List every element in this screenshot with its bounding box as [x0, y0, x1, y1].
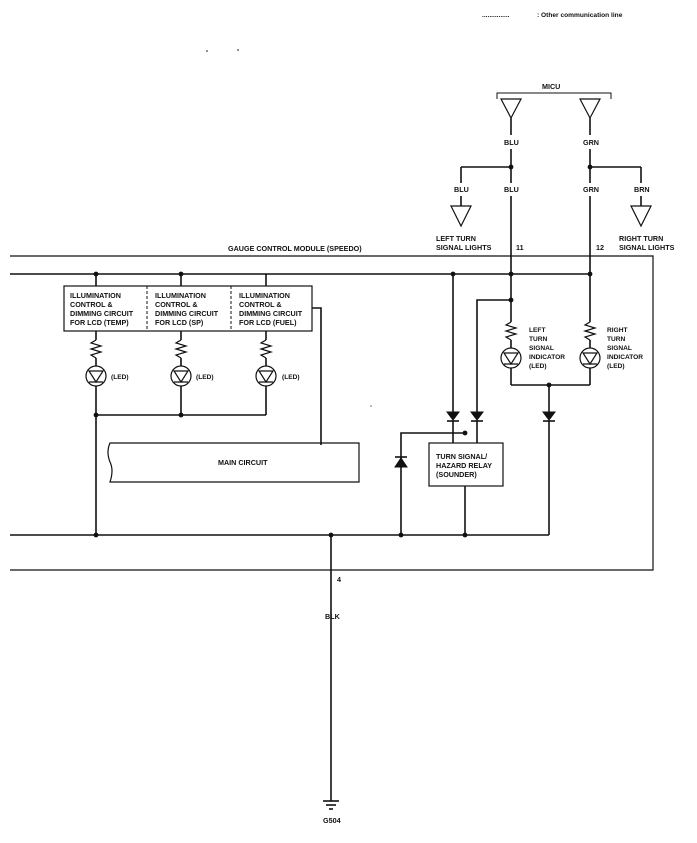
illum-box-fuel: ILLUMINATION CONTROL & DIMMING CIRCUIT F…: [239, 291, 303, 327]
main-circuit: MAIN CIRCUIT: [107, 442, 360, 483]
relay-line2: HAZARD RELAY: [436, 461, 492, 470]
micu-left-wire-color: BLU: [504, 138, 519, 147]
relay-line3: (SOUNDER): [436, 470, 477, 479]
left-ind-l5: (LED): [529, 363, 547, 370]
resistor-icon: [258, 339, 274, 359]
illum-box-temp: ILLUMINATION CONTROL & DIMMING CIRCUIT F…: [70, 291, 134, 327]
right-lights-wire-color: BRN: [634, 185, 650, 194]
micu-bracket: MICU: [496, 82, 612, 99]
left-lights-label-2: SIGNAL LIGHTS: [436, 243, 492, 252]
illum-sp-line4: FOR LCD (SP): [155, 318, 204, 327]
legend-text: : Other communication line: [537, 12, 623, 19]
left-module-wire-color: BLU: [504, 185, 519, 194]
left-lights-wire-color: BLU: [454, 185, 469, 194]
right-ind-l1: RIGHT: [607, 327, 628, 334]
left-pin-number: 11: [516, 243, 524, 252]
right-lights-label-1: RIGHT TURN: [619, 234, 663, 243]
illum-led-temp: (LED): [85, 331, 129, 415]
left-lights-label-1: LEFT TURN: [436, 234, 476, 243]
left-turn-lights-icon: [450, 205, 472, 228]
led-temp-label: (LED): [111, 374, 129, 381]
module-title: GAUGE CONTROL MODULE (SPEEDO): [228, 244, 362, 253]
illumination-boxes: ILLUMINATION CONTROL & DIMMING CIRCUIT F…: [63, 285, 313, 332]
left-ind-l2: TURN: [529, 336, 548, 343]
illum-fuel-line3: DIMMING CIRCUIT: [239, 309, 303, 318]
illum-temp-line4: FOR LCD (TEMP): [70, 318, 129, 327]
right-pin-number: 12: [596, 243, 604, 252]
right-ind-l4: INDICATOR: [607, 354, 643, 361]
illum-led-fuel: (LED): [255, 331, 300, 415]
right-module-wire-color: GRN: [583, 185, 599, 194]
legend: ............... : Other communication li…: [482, 12, 623, 19]
led-fuel-label: (LED): [282, 374, 300, 381]
legend-dotted-line: ...............: [482, 12, 510, 19]
resistor-icon: [88, 339, 104, 359]
illum-box-sp: ILLUMINATION CONTROL & DIMMING CIRCUIT F…: [155, 291, 219, 327]
micu-right-wire-color: GRN: [583, 138, 599, 147]
ground-wire-color: BLK: [325, 612, 341, 621]
resistor-icon: [503, 321, 519, 341]
illum-temp-line3: DIMMING CIRCUIT: [70, 309, 134, 318]
illum-to-main-wire: [312, 307, 322, 445]
ground-name: G504: [323, 816, 341, 825]
left-ind-l3: SIGNAL: [529, 345, 554, 352]
micu-right-terminal-icon: [579, 98, 601, 120]
right-turn-lights-icon: [630, 205, 652, 228]
resistor-icon: [582, 321, 598, 341]
illum-temp-line1: ILLUMINATION: [70, 291, 121, 300]
illum-fuel-line1: ILLUMINATION: [239, 291, 290, 300]
ground-symbol-icon: [323, 800, 339, 810]
relay-line1: TURN SIGNAL/: [436, 452, 487, 461]
right-branch: GRN GRN BRN RIGHT TURN SIGNAL LIGHTS 12: [583, 118, 675, 322]
ground-pin-number: 4: [337, 575, 341, 584]
ground-lead: 4 BLK G504: [323, 535, 341, 825]
micu-label: MICU: [542, 82, 560, 91]
left-ind-l4: INDICATOR: [529, 354, 565, 361]
left-branch: BLU BLU BLU LEFT TURN SIGNAL LIGHTS 11: [436, 118, 524, 322]
right-lights-label-2: SIGNAL LIGHTS: [619, 243, 675, 252]
resistor-icon: [173, 339, 189, 359]
right-ind-l5: (LED): [607, 363, 625, 370]
turn-signal-relay: TURN SIGNAL/ HAZARD RELAY (SOUNDER): [428, 442, 504, 535]
relay-box: [428, 442, 504, 487]
right-ind-l2: TURN: [607, 336, 626, 343]
right-ind-l3: SIGNAL: [607, 345, 632, 352]
led-sp-label: (LED): [196, 374, 214, 381]
illum-sp-line3: DIMMING CIRCUIT: [155, 309, 219, 318]
illum-temp-line2: CONTROL &: [70, 300, 113, 309]
turn-signal-wiring: LEFT TURN SIGNAL INDICATOR (LED) RIGHT T…: [394, 271, 643, 538]
left-ind-l1: LEFT: [529, 327, 545, 334]
main-circuit-box: [107, 442, 360, 483]
micu-left-terminal-icon: [500, 98, 522, 120]
illum-sp-line1: ILLUMINATION: [155, 291, 206, 300]
illum-fuel-line2: CONTROL &: [239, 300, 282, 309]
illum-led-sp: (LED): [170, 331, 214, 415]
left-turn-indicator: LEFT TURN SIGNAL INDICATOR (LED): [500, 321, 565, 385]
illum-fuel-line4: FOR LCD (FUEL): [239, 318, 297, 327]
main-circuit-label: MAIN CIRCUIT: [218, 458, 268, 467]
illum-sp-line2: CONTROL &: [155, 300, 198, 309]
right-turn-indicator: RIGHT TURN SIGNAL INDICATOR (LED): [579, 321, 643, 385]
